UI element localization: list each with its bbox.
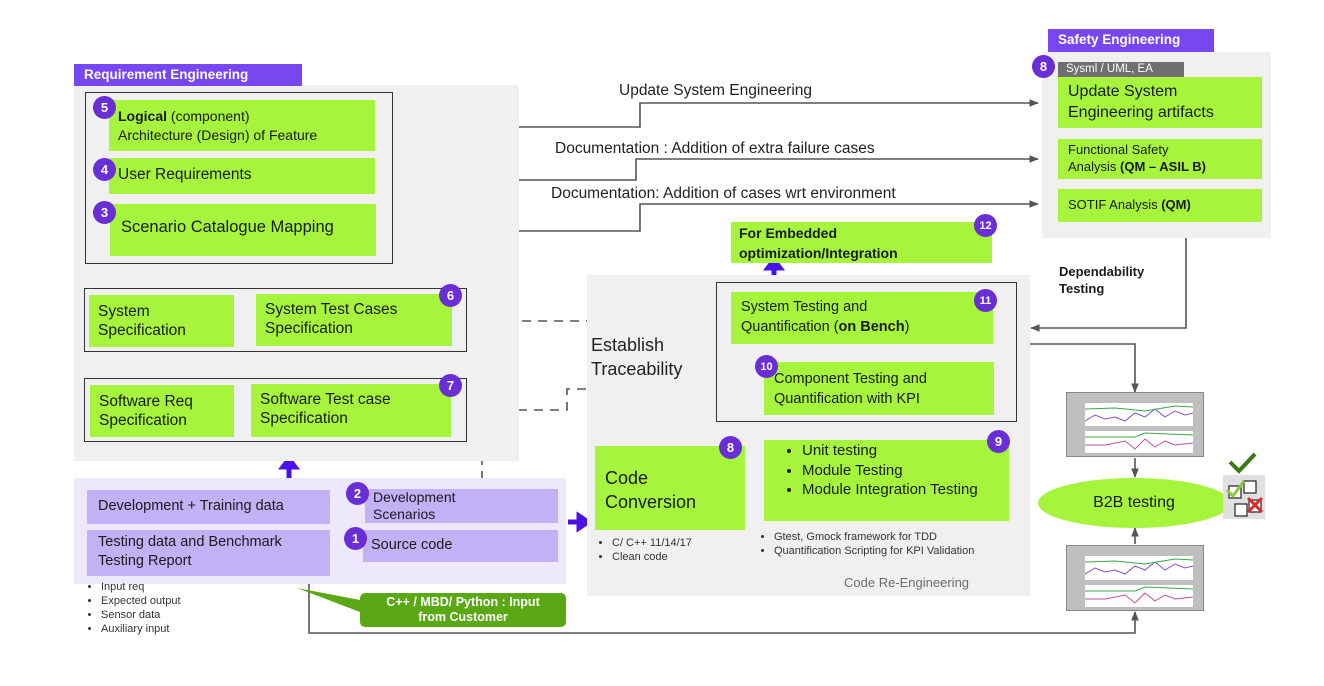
badge-3: 3 (93, 201, 116, 224)
badge-6: 6 (439, 284, 462, 307)
requirement-engineering-header: Requirement Engineering (74, 64, 302, 86)
logical-architecture-box[interactable]: Logical (component) Architecture (Design… (109, 100, 375, 151)
requirements-group-frame (85, 92, 393, 264)
badge-9: 9 (987, 430, 1010, 453)
badge-10: 10 (755, 355, 778, 378)
software-req-spec-box[interactable]: Software Req Specification (90, 385, 234, 437)
customer-input-callout: C++ / MBD/ Python : Input from Customer (360, 593, 566, 627)
code-conversion-box[interactable]: Code Conversion (595, 446, 745, 530)
dependability-testing-label: Dependability Testing (1059, 264, 1145, 296)
blue-arrow-right (568, 511, 593, 533)
plot-trace-icon (1085, 586, 1194, 604)
sotif-analysis-box[interactable]: SOTIF Analysis (QM) (1058, 189, 1262, 222)
update-artifacts-box[interactable]: Update System Engineering artifacts (1058, 77, 1262, 128)
functional-safety-box[interactable]: Functional Safety Analysis (QM – ASIL B) (1058, 139, 1262, 179)
plot-window-icon-top (1066, 392, 1204, 457)
code-reengineering-label: Code Re-Engineering (844, 575, 970, 590)
dev-training-data-box[interactable]: Development + Training data (87, 490, 330, 524)
badge-8-code: 8 (719, 436, 742, 459)
unit-testing-box[interactable]: Unit testing Module Testing Module Integ… (764, 440, 1009, 521)
badge-1: 1 (344, 527, 367, 550)
system-spec-frame (84, 288, 467, 352)
plot-window-icon-bottom (1066, 545, 1204, 611)
badge-11: 11 (974, 289, 997, 312)
software-test-case-box[interactable]: Software Test case Specification (251, 384, 451, 437)
label-update-system-engineering: Update System Engineering (619, 82, 813, 99)
b2b-testing-ellipse[interactable]: B2B testing (1038, 478, 1230, 528)
badge-8-safety: 8 (1032, 55, 1055, 78)
plot-trace-icon (1084, 405, 1194, 422)
unit-testing-notes: Gtest, Gmock framework for TDD Quantific… (760, 530, 1010, 558)
testing-group-frame (716, 282, 1017, 422)
user-requirements-box[interactable]: User Requirements (109, 158, 375, 194)
system-testing-box[interactable]: System Testing and Quantification (on Be… (731, 292, 993, 344)
component-testing-box[interactable]: Component Testing and Quantification wit… (764, 362, 994, 415)
badge-7: 7 (439, 374, 462, 397)
badge-5: 5 (93, 96, 116, 119)
testing-data-box[interactable]: Testing data and Benchmark Testing Repor… (87, 530, 330, 576)
blue-arrow-up-1 (278, 454, 300, 478)
safety-engineering-header: Safety Engineering (1048, 29, 1214, 52)
plot-trace-icon (1085, 432, 1194, 450)
code-conversion-notes: C/ C++ 11/14/17 Clean code (598, 536, 748, 564)
plot-trace-icon (1084, 558, 1194, 575)
input-bullets: Input req Expected output Sensor data Au… (87, 580, 247, 636)
system-specification-box[interactable]: System Specification (89, 295, 234, 347)
embedded-optimization-box[interactable]: For Embedded optimization/Integration (731, 222, 992, 263)
scenario-catalogue-box[interactable]: Scenario Catalogue Mapping (110, 204, 376, 256)
source-code-box[interactable]: Source code (363, 530, 558, 562)
sysml-uml-ea-tag: Sysml / UML, EA (1058, 62, 1184, 78)
system-test-cases-box[interactable]: System Test Cases Specification (256, 294, 452, 346)
label-doc-environment: Documentation: Addition of cases wrt env… (551, 185, 896, 202)
callout-pointer (297, 588, 360, 612)
logical-bold: Logical (118, 108, 168, 124)
software-spec-frame (84, 378, 467, 442)
badge-2: 2 (346, 482, 369, 505)
checklist-icon (1222, 448, 1266, 520)
label-doc-failure-cases: Documentation : Addition of extra failur… (555, 140, 875, 157)
establish-traceability-label: Establish Traceability (591, 335, 683, 379)
checkmark-icon (1228, 452, 1257, 474)
dev-scenarios-box[interactable]: Development Scenarios (365, 489, 558, 523)
badge-4: 4 (93, 158, 116, 181)
badge-12: 12 (974, 214, 997, 237)
